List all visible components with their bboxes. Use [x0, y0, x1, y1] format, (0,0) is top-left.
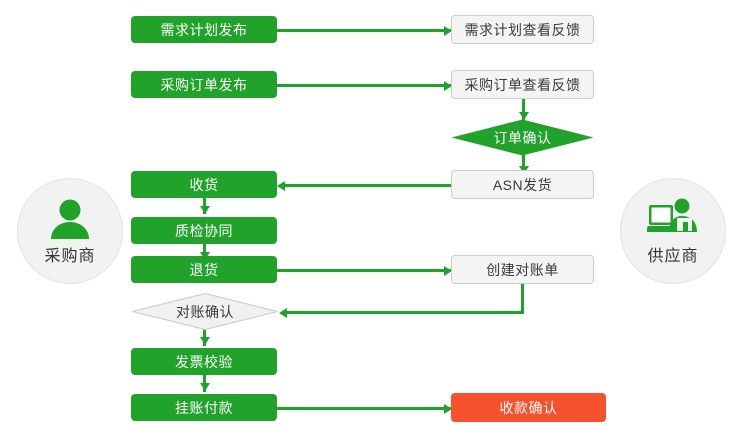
- node-label: 收款确认: [499, 399, 558, 416]
- arrowhead-post-payment: [200, 383, 210, 391]
- arrowhead-create-statement: [444, 266, 452, 276]
- arrowhead-demand-plan-feedback: [444, 26, 452, 36]
- node-label: 发票校验: [175, 353, 233, 370]
- node-demand-plan-feedback[interactable]: 需求计划查看反馈: [451, 15, 594, 44]
- node-label: 创建对账单: [486, 261, 559, 278]
- node-label: 订单确认: [493, 129, 552, 146]
- edge-return-goods-to-create-statement: [276, 269, 452, 272]
- node-label: ASN发货: [492, 176, 553, 193]
- node-order-confirm[interactable]: 订单确认: [451, 119, 594, 156]
- node-post-payment[interactable]: 挂账付款: [131, 394, 277, 421]
- node-label: 需求计划发布: [160, 21, 248, 38]
- node-po-feedback[interactable]: 采购订单查看反馈: [451, 70, 594, 99]
- node-demand-plan-publish[interactable]: 需求计划发布: [131, 16, 277, 43]
- arrowhead-invoice-verify: [200, 337, 210, 345]
- edge-demand-plan-publish-to-feedback: [276, 29, 452, 32]
- edge-post-payment-to-receipt-confirm: [276, 407, 452, 410]
- edge-po-feedback-to-order-confirm: [522, 99, 525, 120]
- node-return-goods[interactable]: 退货: [131, 256, 277, 283]
- node-label: 对账确认: [176, 303, 234, 320]
- node-invoice-verify[interactable]: 发票校验: [131, 348, 277, 375]
- actor-supplier-label: 供应商: [647, 248, 699, 265]
- edge-create-statement-to-reconcile: [286, 311, 524, 314]
- node-reconcile-confirm[interactable]: 对账确认: [132, 292, 278, 331]
- node-label: 需求计划查看反馈: [464, 21, 581, 38]
- node-create-statement[interactable]: 创建对账单: [451, 255, 594, 284]
- arrowhead-quality-collab: [200, 206, 210, 214]
- node-label: 收货: [189, 176, 219, 193]
- arrowhead-receipt-confirm: [444, 404, 452, 414]
- edge-create-statement-down: [521, 284, 524, 314]
- node-po-publish[interactable]: 采购订单发布: [131, 71, 277, 98]
- edge-po-publish-to-feedback: [276, 84, 452, 87]
- arrowhead-reconcile-confirm: [279, 308, 287, 318]
- node-label: 采购订单发布: [160, 76, 248, 93]
- person-at-computer-icon: [646, 196, 700, 240]
- user-silhouette-icon: [43, 196, 97, 240]
- arrowhead-order-confirm: [519, 112, 529, 120]
- node-label: 挂账付款: [175, 399, 233, 416]
- node-label: 采购订单查看反馈: [464, 76, 581, 93]
- node-label: 质检协同: [175, 222, 233, 239]
- edge-order-confirm-to-asn: [522, 155, 525, 175]
- node-quality-collab[interactable]: 质检协同: [131, 217, 277, 244]
- actor-buyer-label: 采购商: [44, 248, 96, 265]
- edge-asn-to-receive-goods: [284, 184, 454, 187]
- node-receipt-confirm[interactable]: 收款确认: [451, 393, 606, 422]
- arrowhead-po-feedback: [444, 81, 452, 91]
- actor-buyer: 采购商: [17, 178, 123, 284]
- arrowhead-receive-goods: [277, 181, 285, 191]
- actor-supplier: 供应商: [620, 178, 726, 284]
- node-receive-goods[interactable]: 收货: [131, 171, 277, 198]
- node-label: 退货: [189, 261, 219, 278]
- node-asn-shipment[interactable]: ASN发货: [451, 170, 594, 199]
